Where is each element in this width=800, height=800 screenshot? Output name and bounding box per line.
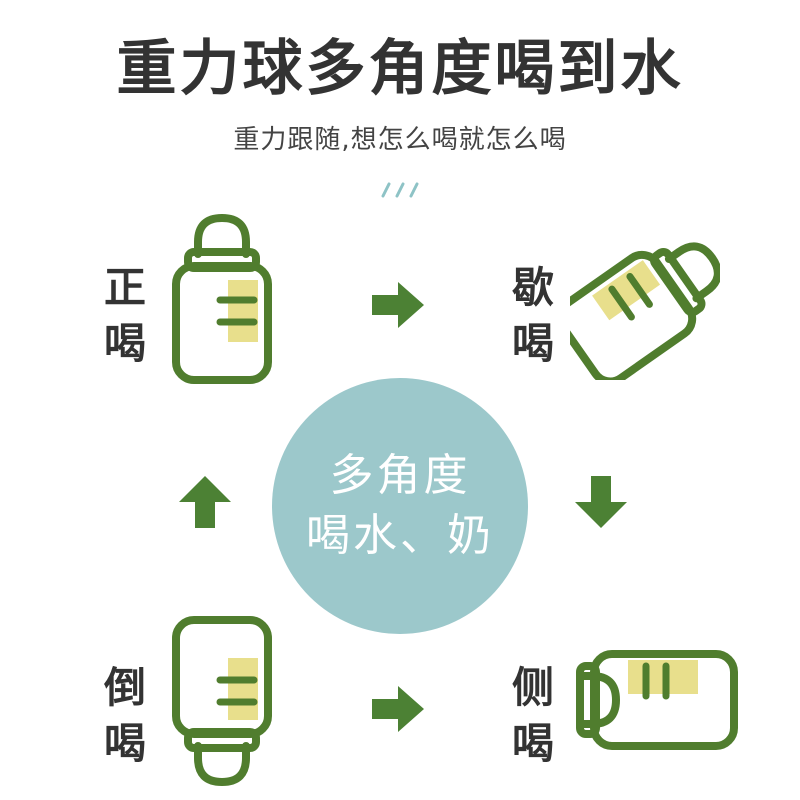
mode-label-tilted: 歇 喝	[508, 260, 558, 372]
upright-bottle-icon	[172, 214, 272, 384]
mode-label-char: 喝	[511, 319, 554, 368]
page-title: 重力球多角度喝到水	[116, 34, 684, 104]
mode-label-upright: 正 喝	[100, 260, 150, 372]
mode-label-char: 喝	[511, 719, 554, 768]
center-text-line-1: 多角度	[329, 450, 471, 501]
center-text-line-2: 喝水、奶	[306, 510, 494, 561]
tilted-bottle-icon	[570, 242, 720, 380]
mode-label-char: 喝	[103, 719, 146, 768]
arrow-right-icon	[372, 686, 424, 732]
mode-label-side: 侧 喝	[508, 660, 558, 772]
decorative-ticks-icon	[381, 182, 419, 198]
arrow-down-icon	[575, 476, 627, 528]
arrow-up-icon	[179, 476, 231, 528]
mode-label-char: 喝	[103, 319, 146, 368]
mode-label-inverted: 倒 喝	[100, 660, 150, 772]
mode-label-char: 侧	[511, 663, 554, 712]
page-subtitle: 重力跟随,想怎么喝就怎么喝	[233, 125, 567, 155]
arrow-right-icon	[372, 282, 424, 328]
mode-label-char: 倒	[103, 663, 146, 712]
mode-label-char: 正	[103, 263, 146, 312]
inverted-bottle-icon	[172, 616, 272, 786]
center-circle: 多角度 喝水、奶	[272, 378, 528, 634]
mode-label-char: 歇	[511, 263, 554, 312]
side-bottle-icon	[576, 650, 738, 750]
